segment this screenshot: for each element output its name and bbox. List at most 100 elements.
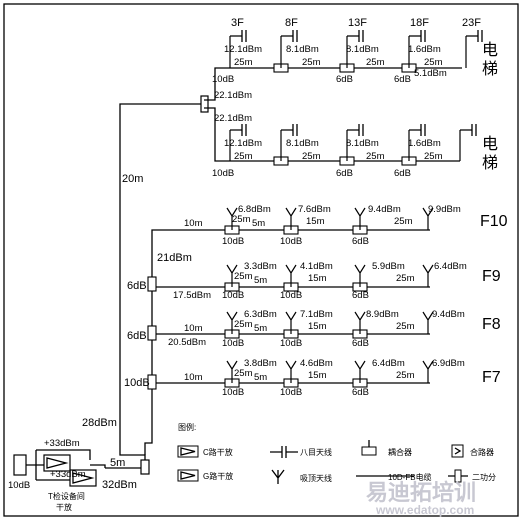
legend-combiner: 合路器 <box>470 447 494 457</box>
cable-label: 25m <box>234 151 253 162</box>
level-label: 1.6dBm <box>408 44 441 55</box>
ceiling-antenna-icon <box>285 360 297 383</box>
coupler-label: 10dB <box>280 387 302 398</box>
legend: 图例: C路干放 G路干放 八目天线 吸顶天线 耦合器 10D-FB电缆 合路器… <box>177 422 496 484</box>
ceiling-antenna-icon <box>271 469 285 484</box>
legend-splitter: 二功分 <box>472 472 496 482</box>
level-label: 4.1dBm <box>300 261 333 272</box>
yagi-antenna-icon <box>281 30 298 42</box>
level-label: 3.8dBm <box>244 358 277 369</box>
yagi-antenna-icon <box>347 30 364 42</box>
riser-couplers <box>147 276 157 390</box>
coupler-label: 10dB <box>280 338 302 349</box>
elevator-in-level-label: 22.1dBm <box>214 113 252 124</box>
level-label: 8.1dBm <box>346 44 379 55</box>
cable-label: 25m <box>232 214 251 225</box>
coupler-label: 6dB <box>352 338 369 349</box>
feed-length-label: 10m <box>184 372 203 383</box>
level-label: 4.6dBm <box>300 358 333 369</box>
coupler-label: 10dB <box>212 168 234 179</box>
yagi-antenna-icon <box>466 30 483 42</box>
coupler-label: 6dB <box>352 236 369 247</box>
yagi-antenna-icon <box>270 446 298 458</box>
ceiling-antenna-icon <box>422 264 434 287</box>
trunk-splitter-icon <box>140 459 150 475</box>
elevator-tag: 电梯 <box>482 41 498 78</box>
legend-g-amp: G路干放 <box>203 471 233 481</box>
ceiling-antenna-icon <box>226 207 238 230</box>
riser-coupler-label: 6dB <box>127 280 147 292</box>
coupler-label: 10dB <box>222 387 244 398</box>
level-label: 9.9dBm <box>428 204 461 215</box>
floor-name: F8 <box>482 316 501 333</box>
cable-label: 5m <box>254 275 267 286</box>
coupler-icon <box>147 325 157 341</box>
coupler-label: 6dB <box>352 387 369 398</box>
ceiling-antenna-icon <box>354 311 366 334</box>
level-label: 6.9dBm <box>432 358 465 369</box>
yagi-antenna-icon <box>409 30 426 42</box>
cable-label: 25m <box>396 273 415 284</box>
diagram-frame <box>3 3 519 517</box>
cable-label: 25m <box>234 319 253 330</box>
cable-label: 5m <box>254 323 267 334</box>
floor-in-level-label: 20.5dBm <box>168 337 206 348</box>
legend-ceiling: 吸顶天线 <box>300 473 332 483</box>
level-label: 7.1dBm <box>300 309 333 320</box>
watermark-text: 易迪拓培训 <box>366 480 476 505</box>
feed-length-label: 10m <box>184 218 203 229</box>
main-riser <box>105 103 222 469</box>
level-label: 8.9dBm <box>366 309 399 320</box>
riser-coupler-label: 6dB <box>127 330 147 342</box>
level-label: 9.4dBm <box>368 204 401 215</box>
ceiling-antenna-icon <box>354 207 366 230</box>
base-station-icon <box>13 454 27 476</box>
coupler-label: 6dB <box>394 168 411 179</box>
legend-yagi: 八目天线 <box>300 447 332 457</box>
floor-feed-level-label: 21dBm <box>157 252 192 264</box>
level-label: 8.1dBm <box>286 138 319 149</box>
ceiling-antenna-icon <box>422 311 434 334</box>
level-label: 5.9dBm <box>372 261 405 272</box>
elevator-yagi-antennas <box>229 30 483 161</box>
elevator-floor-label: 23F <box>462 17 481 29</box>
source-level-label: 10dB <box>8 480 30 491</box>
source-caption: T检设备间 <box>48 491 85 501</box>
ceiling-antenna-icon <box>354 264 366 287</box>
floor-branch-lines <box>220 229 430 384</box>
elevator-floor-label: 8F <box>285 17 298 29</box>
yagi-antenna-icon <box>409 124 426 136</box>
end-level-label: 5.1dBm <box>414 68 447 79</box>
cable-label: 15m <box>308 370 327 381</box>
yagi-antenna-icon <box>230 124 247 136</box>
level-label: 8.1dBm <box>346 138 379 149</box>
coupler-label: 10dB <box>222 236 244 247</box>
riser-length-label: 20m <box>122 173 143 185</box>
floor-in-level-label: 17.5dBm <box>173 290 211 301</box>
coupler-label: 6dB <box>394 74 411 85</box>
level-label: 12.1dBm <box>224 138 262 149</box>
cable-label: 25m <box>394 216 413 227</box>
elevator-floor-label: 18F <box>410 17 429 29</box>
floor-name: F10 <box>480 213 508 230</box>
ceiling-antenna-icon <box>422 207 434 230</box>
cable-label: 5m <box>252 218 265 229</box>
ceiling-antenna-icon <box>226 311 238 334</box>
ceiling-antenna-icon <box>226 264 238 287</box>
elevator-tag: 电梯 <box>482 135 498 172</box>
source-equipment <box>13 449 106 487</box>
riser-top-level-label: 28dBm <box>82 417 117 429</box>
ceiling-antenna-icon <box>285 264 297 287</box>
feed-length-label: 5m <box>110 457 125 469</box>
ceiling-antenna-icon <box>226 360 238 383</box>
level-label: 9.4dBm <box>432 309 465 320</box>
coupler-label: 6dB <box>336 74 353 85</box>
cable-label: 25m <box>396 370 415 381</box>
elevator-in-level-label: 22.1dBm <box>214 90 252 101</box>
cable-label: 25m <box>366 57 385 68</box>
yagi-antenna-icon <box>230 30 247 42</box>
legend-cable: 10D-FB电缆 <box>388 472 432 482</box>
elevator-floor-label: 13F <box>348 17 367 29</box>
cable-label: 25m <box>424 57 443 68</box>
